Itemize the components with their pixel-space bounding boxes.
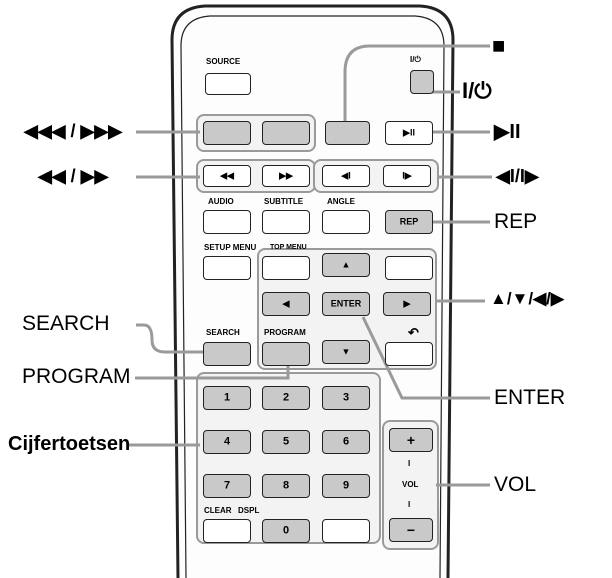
search-small-label: SEARCH bbox=[206, 328, 240, 337]
prev-button[interactable] bbox=[203, 121, 251, 145]
forward-button[interactable]: ▶▶ bbox=[262, 165, 310, 187]
search-button[interactable] bbox=[203, 342, 251, 366]
stop-button[interactable] bbox=[325, 121, 370, 145]
num-5-button[interactable]: 5 bbox=[262, 430, 310, 454]
clear-button[interactable] bbox=[203, 519, 251, 543]
num-2-button[interactable]: 2 bbox=[262, 386, 310, 410]
slow-callout: ◀I/I▶ bbox=[496, 166, 539, 186]
blank-button-1[interactable] bbox=[385, 256, 433, 280]
search-callout: SEARCH bbox=[22, 312, 110, 335]
rewind-button[interactable]: ◀◀ bbox=[203, 165, 251, 187]
num-9-button[interactable]: 9 bbox=[322, 474, 370, 498]
subtitle-button[interactable] bbox=[262, 210, 310, 234]
program-small-label: PROGRAM bbox=[264, 328, 306, 337]
angle-label: ANGLE bbox=[327, 197, 355, 206]
slow-forward-button[interactable]: I▶ bbox=[383, 165, 431, 187]
enter-button[interactable]: ENTER bbox=[322, 292, 370, 316]
up-button[interactable]: ▲ bbox=[322, 253, 370, 277]
play-pause-button[interactable]: ▶II bbox=[385, 121, 433, 145]
source-button[interactable] bbox=[205, 73, 251, 95]
vol-sep-top: I bbox=[408, 459, 411, 468]
enter-callout: ENTER bbox=[494, 386, 566, 409]
audio-button[interactable] bbox=[203, 210, 251, 234]
vol-label: VOL bbox=[402, 480, 419, 489]
return-icon: ↶ bbox=[408, 325, 419, 340]
program-callout: PROGRAM bbox=[22, 365, 131, 388]
subtitle-label: SUBTITLE bbox=[264, 197, 304, 206]
num-1-button[interactable]: 1 bbox=[203, 386, 251, 410]
stop-callout: ■ bbox=[492, 33, 506, 58]
rep-button[interactable]: REP bbox=[385, 210, 433, 234]
dspl-button[interactable] bbox=[322, 519, 370, 543]
left-button[interactable]: ◀ bbox=[262, 292, 310, 316]
audio-label: AUDIO bbox=[208, 197, 234, 206]
power-small-label: I/⏻ bbox=[410, 55, 421, 64]
arrows-callout: ▲/▼/◀/▶ bbox=[490, 289, 564, 308]
scan-callout: ◀◀ / ▶▶ bbox=[38, 166, 109, 186]
setup-menu-button[interactable] bbox=[203, 256, 251, 280]
down-button[interactable]: ▼ bbox=[322, 340, 370, 364]
num-7-button[interactable]: 7 bbox=[203, 474, 251, 498]
right-button[interactable]: ▶ bbox=[383, 292, 431, 316]
vol-sep-bottom: I bbox=[408, 500, 411, 509]
num-0-button[interactable]: 0 bbox=[262, 519, 310, 543]
top-menu-label: TOP MENU bbox=[270, 244, 307, 251]
source-label: SOURCE bbox=[206, 57, 241, 66]
numbers-callout: Cijfertoetsen bbox=[8, 433, 131, 455]
setup-menu-label: SETUP MENU bbox=[204, 243, 257, 252]
clear-label: CLEAR bbox=[204, 506, 232, 515]
num-3-button[interactable]: 3 bbox=[322, 386, 370, 410]
vol-plus-button[interactable]: + bbox=[389, 428, 433, 452]
play-pause-callout: ▶II bbox=[494, 121, 521, 143]
angle-button[interactable] bbox=[322, 210, 370, 234]
num-6-button[interactable]: 6 bbox=[322, 430, 370, 454]
num-8-button[interactable]: 8 bbox=[262, 474, 310, 498]
dspl-label: DSPL bbox=[238, 506, 260, 515]
top-menu-button[interactable] bbox=[262, 256, 310, 280]
next-button[interactable] bbox=[262, 121, 310, 145]
program-button[interactable] bbox=[262, 342, 310, 366]
power-button[interactable] bbox=[410, 70, 434, 94]
power-callout: I/⏻ bbox=[462, 78, 492, 103]
slow-back-button[interactable]: ◀I bbox=[322, 165, 370, 187]
return-button[interactable] bbox=[385, 342, 433, 366]
skip-callout: ◀◀◀ / ▶▶▶ bbox=[24, 121, 123, 141]
vol-callout: VOL bbox=[494, 473, 537, 496]
num-4-button[interactable]: 4 bbox=[203, 430, 251, 454]
rep-callout: REP bbox=[494, 210, 538, 233]
vol-minus-button[interactable]: − bbox=[389, 518, 433, 542]
